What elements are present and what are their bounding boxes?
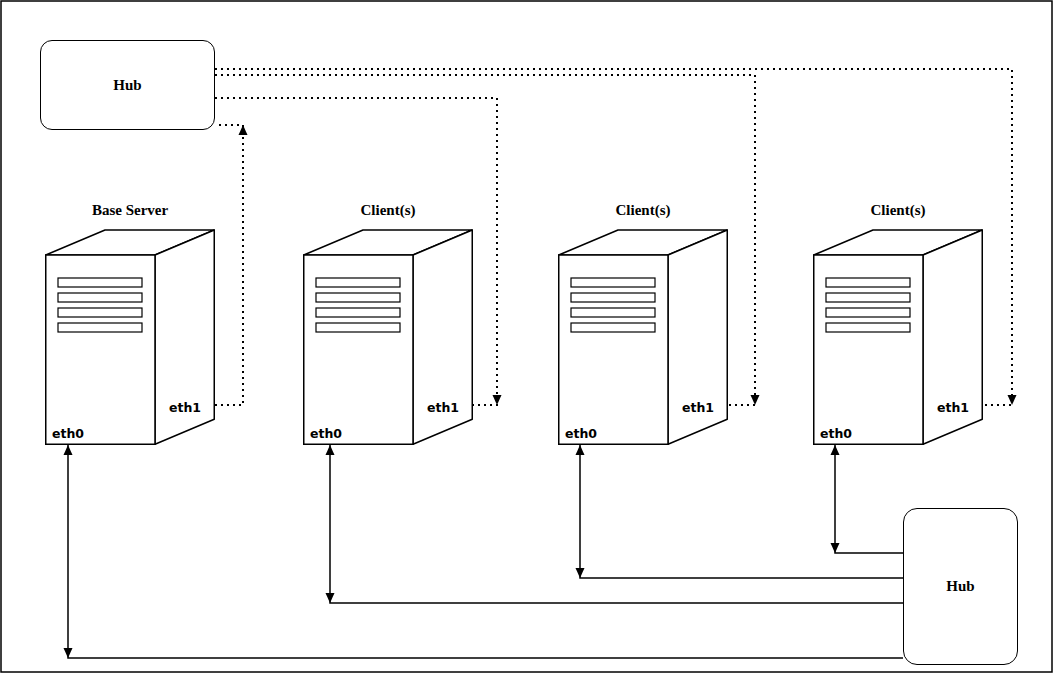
text-slot: eth1: [682, 398, 726, 416]
arrow-head: [493, 395, 502, 405]
text-slot: Client(s): [813, 201, 983, 219]
text-slot: eth0: [310, 424, 370, 442]
connector-group: [215, 125, 248, 405]
tower-front: [559, 255, 668, 444]
drive-bay: [58, 293, 142, 302]
arrow-head: [326, 445, 335, 455]
server-name: Base Server: [92, 202, 168, 219]
tower-front: [304, 255, 413, 444]
hub-name: Hub: [946, 578, 974, 595]
arrow-head: [751, 395, 760, 405]
drive-bay: [826, 278, 910, 287]
server-tower: Client(s) eth0 eth1: [813, 195, 983, 445]
arrow-head: [64, 648, 73, 658]
port-label: eth1: [169, 400, 201, 415]
port-label: eth0: [52, 426, 84, 441]
tower-side: [668, 230, 727, 444]
port-label: eth0: [565, 426, 597, 441]
connector-group: [326, 445, 904, 603]
text-slot: eth1: [427, 398, 471, 416]
arrow-head: [576, 568, 585, 578]
drive-bay: [316, 293, 400, 302]
tower-side: [923, 230, 982, 444]
port-label: eth1: [937, 400, 969, 415]
tower-side: [155, 230, 214, 444]
text-slot: eth1: [937, 398, 981, 416]
server-tower: Base Server eth0 eth1: [45, 195, 215, 445]
server-tower: Client(s) eth0 eth1: [558, 195, 728, 445]
arrow-head: [831, 543, 840, 553]
port-label: eth1: [682, 400, 714, 415]
text-slot: Client(s): [303, 201, 473, 219]
drive-bay: [58, 323, 142, 332]
arrow-head: [831, 445, 840, 455]
hub-box: Hub: [40, 40, 215, 130]
connector-group: [831, 445, 904, 553]
hub-name: Hub: [113, 77, 141, 94]
text-slot: eth0: [52, 424, 112, 442]
arrow-head: [1008, 395, 1017, 405]
server-name: Client(s): [361, 202, 416, 219]
drive-bay: [826, 293, 910, 302]
port-label: eth1: [427, 400, 459, 415]
arrow-head: [576, 445, 585, 455]
server-name: Client(s): [616, 202, 671, 219]
drive-bay: [571, 293, 655, 302]
network-cable: [330, 445, 903, 603]
drive-bay: [316, 323, 400, 332]
server-name: Client(s): [871, 202, 926, 219]
port-label: eth0: [310, 426, 342, 441]
arrow-head: [239, 125, 248, 135]
drive-bay: [58, 278, 142, 287]
drive-bay: [316, 308, 400, 317]
drive-bay: [571, 278, 655, 287]
dotted-link: [215, 125, 243, 405]
hub-box: Hub: [903, 508, 1018, 665]
tower-side: [413, 230, 472, 444]
network-cable: [835, 445, 903, 553]
drive-bay: [826, 308, 910, 317]
drive-bay: [826, 323, 910, 332]
text-slot: eth0: [565, 424, 625, 442]
drive-bay: [571, 323, 655, 332]
port-label: eth0: [820, 426, 852, 441]
connector-group: [64, 445, 904, 658]
drive-bay: [58, 308, 142, 317]
text-slot: Base Server: [45, 201, 215, 219]
drive-bay: [571, 308, 655, 317]
tower-front: [814, 255, 923, 444]
text-slot: Client(s): [558, 201, 728, 219]
connector-group: [576, 445, 904, 578]
text-slot: eth1: [169, 398, 213, 416]
tower-front: [46, 255, 155, 444]
drive-bay: [316, 278, 400, 287]
arrow-head: [64, 445, 73, 455]
arrow-head: [326, 593, 335, 603]
server-tower: Client(s) eth0 eth1: [303, 195, 473, 445]
network-cable: [68, 445, 903, 658]
text-slot: eth0: [820, 424, 880, 442]
network-cable: [580, 445, 903, 578]
